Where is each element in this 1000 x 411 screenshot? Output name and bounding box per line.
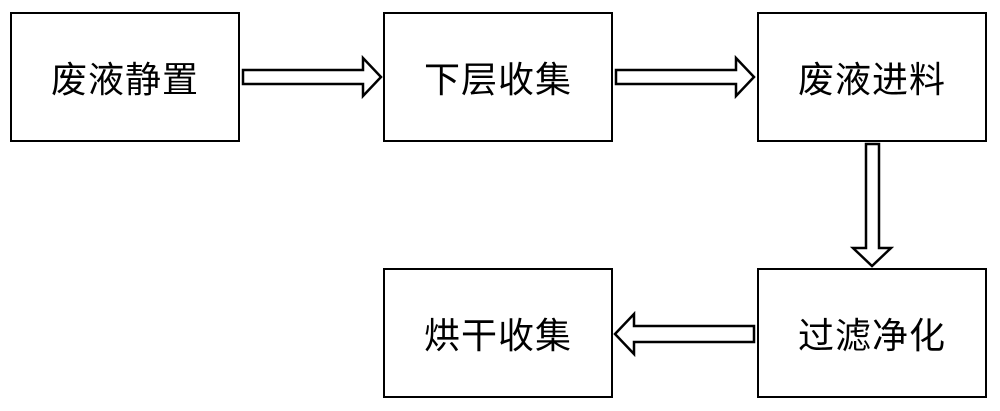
flow-arrow-2-to-3 [614, 54, 756, 100]
step-box-drying-collection: 烘干收集 [383, 268, 613, 398]
flow-arrow-1-to-2 [241, 54, 383, 100]
step-label: 下层收集 [423, 60, 572, 101]
flow-arrow-3-to-4 [849, 142, 895, 268]
step-box-waste-liquid-feed: 废液进料 [757, 12, 987, 142]
step-box-lower-layer-collection: 下层收集 [383, 12, 613, 142]
step-label: 烘干收集 [423, 316, 572, 357]
flow-arrow-4-to-5 [613, 310, 756, 358]
step-box-filtration-purification: 过滤净化 [757, 268, 987, 398]
step-label: 过滤净化 [797, 316, 946, 357]
step-box-waste-liquid-settling: 废液静置 [10, 12, 240, 142]
step-label: 废液静置 [50, 60, 199, 101]
step-label: 废液进料 [797, 60, 946, 101]
